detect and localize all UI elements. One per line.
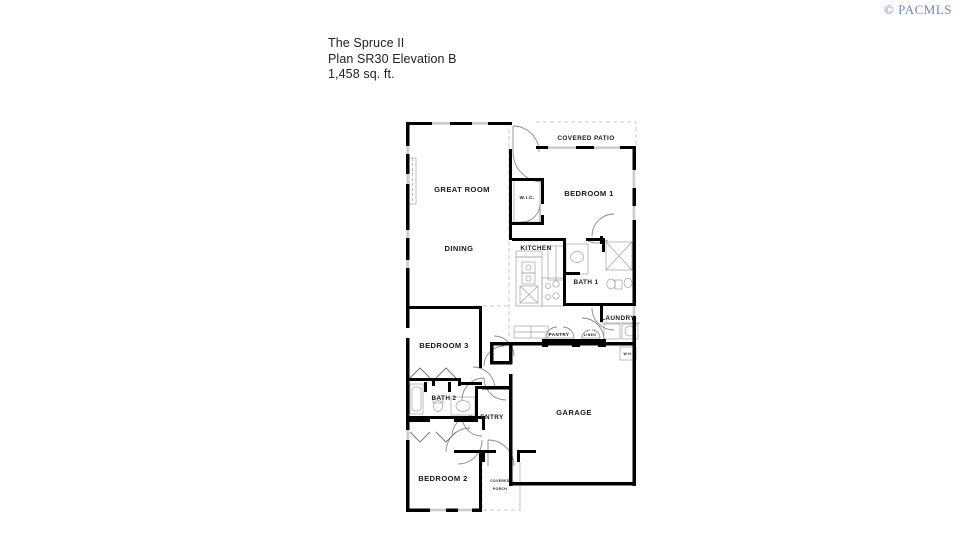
label-bedroom-1: BEDROOM 1	[564, 189, 614, 198]
label-covered-porch-line1: COVERED	[490, 479, 510, 483]
label-dining: DINING	[445, 244, 474, 253]
label-bedroom-2: BEDROOM 2	[418, 474, 468, 483]
label-entry: ENTRY	[480, 414, 504, 421]
label-bedroom-3: BEDROOM 3	[419, 341, 469, 350]
label-linen: LINEN	[584, 333, 596, 337]
room-fills	[406, 120, 636, 512]
window-openings	[406, 122, 636, 512]
plan-square-feet: 1,458 sq. ft.	[328, 67, 395, 81]
label-great-room: GREAT ROOM	[434, 185, 490, 194]
label-laundry: LAUNDRY	[601, 315, 635, 322]
label-bath-2: BATH 2	[431, 395, 456, 402]
fixture-linework	[408, 157, 640, 416]
label-wic: W.I.C.	[520, 195, 535, 200]
label-garage: GARAGE	[556, 408, 592, 417]
pacmls-watermark: © PACMLS	[884, 2, 952, 17]
label-kitchen: KITCHEN	[520, 245, 551, 252]
title-block: The Spruce II Plan SR30 Elevation B 1,45…	[328, 36, 457, 83]
label-water-heater: W.H.	[624, 352, 633, 356]
plan-name: The Spruce II	[328, 36, 405, 50]
closet-bifold-doors	[409, 367, 457, 443]
plan-code: Plan SR30 Elevation B	[328, 51, 457, 66]
label-covered-patio: COVERED PATIO	[557, 135, 614, 142]
walls	[406, 122, 636, 512]
label-pantry: PANTRY	[549, 332, 570, 337]
label-bath-1: BATH 1	[573, 279, 598, 286]
floor-plan-drawing: GREAT ROOM DINING COVERED PATIO W.I.C. B…	[406, 120, 640, 512]
label-covered-porch-line2: PORCH	[493, 487, 507, 491]
floor-plan: GREAT ROOM DINING COVERED PATIO W.I.C. B…	[396, 110, 656, 522]
room-labels: GREAT ROOM DINING COVERED PATIO W.I.C. B…	[418, 135, 635, 491]
